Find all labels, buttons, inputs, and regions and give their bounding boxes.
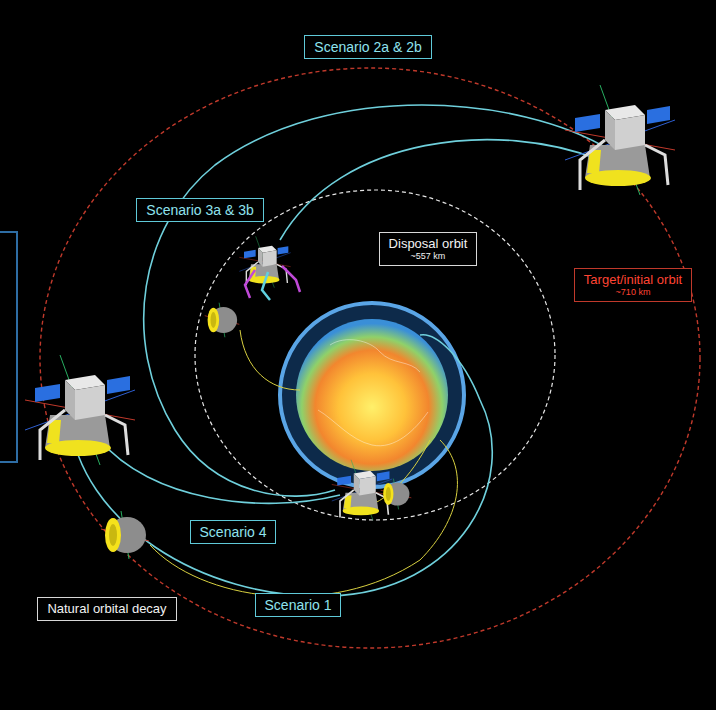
decay-trajectory (150, 440, 457, 597)
scenario-label: Scenario 1 (255, 593, 342, 618)
box-heading: Scenario 4 (200, 524, 267, 541)
box-heading: Target/initial orbit (584, 272, 682, 288)
debris-capsule (381, 479, 412, 510)
servicer-satellite (332, 460, 393, 521)
debris-capsule (101, 511, 149, 559)
orbit-label: Disposal orbit~557 km (379, 232, 478, 266)
transfer-trajectory (144, 105, 610, 496)
scenario-label: Scenario 4 (190, 520, 277, 545)
box-heading: Scenario 2a & 2b (314, 39, 421, 56)
servicer-satellite (565, 85, 675, 195)
altitude-value: ~710 km (584, 287, 682, 298)
box-heading: Disposal orbit (389, 236, 468, 252)
coastline (330, 340, 420, 372)
debris-capsule (205, 303, 240, 338)
robotic-arm (245, 270, 255, 298)
box-heading: Scenario 1 (265, 597, 332, 614)
robotic-arm (262, 272, 270, 300)
coastline (318, 410, 428, 446)
orbit-label: Target/initial orbit~710 km (574, 268, 692, 302)
cropped-panel (0, 232, 17, 462)
decay-label: Natural orbital decay (37, 597, 176, 621)
servicer-satellite (25, 355, 135, 465)
scenario-label: Scenario 2a & 2b (304, 35, 431, 60)
robotic-arm (282, 266, 300, 292)
atmosphere-ring (280, 303, 464, 487)
transfer-trajectory (70, 335, 492, 596)
disposal-orbit (195, 190, 555, 520)
box-heading: Scenario 3a & 3b (146, 202, 253, 219)
box-heading: Natural orbital decay (47, 601, 166, 617)
target-orbit (40, 68, 700, 648)
capture-satellite (239, 236, 300, 300)
transfer-trajectory (280, 140, 600, 240)
scenario-label: Scenario 3a & 3b (136, 198, 263, 223)
decay-trajectory (240, 330, 300, 390)
transfer-trajectory (100, 440, 340, 503)
altitude-value: ~557 km (389, 251, 468, 262)
